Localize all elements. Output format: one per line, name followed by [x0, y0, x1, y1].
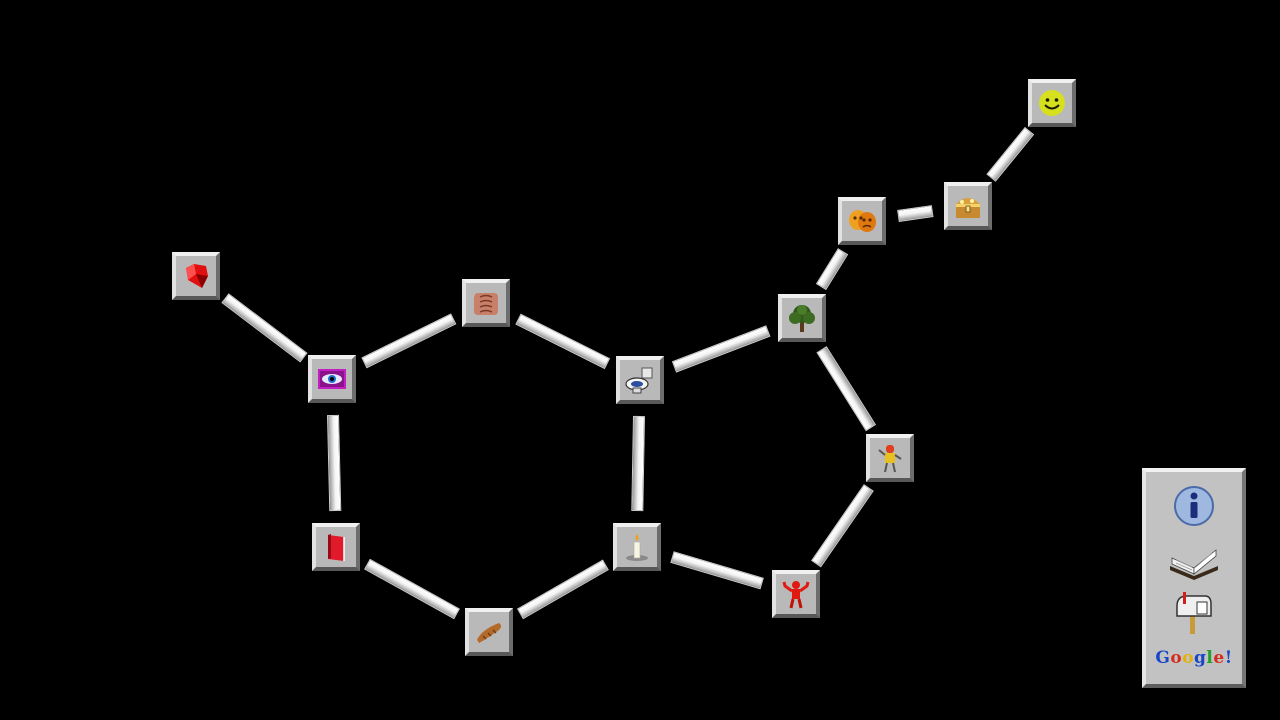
red-figure-tile[interactable] [772, 570, 820, 618]
toolbar-panel: Google! [1142, 468, 1246, 688]
red-gem-icon [186, 264, 208, 288]
bond-red-figure-robot [811, 484, 875, 568]
google-letter: ! [1224, 648, 1233, 668]
google-letter: G [1155, 648, 1171, 668]
bond-toilet-candle [631, 415, 646, 512]
robot-tile[interactable] [866, 434, 914, 482]
bond-treasure-chest-smiley [986, 127, 1034, 182]
treasure-chest-icon [956, 198, 980, 218]
bond-tree-masks [815, 248, 849, 291]
info-icon [1174, 486, 1214, 526]
tree-icon [789, 305, 815, 332]
bond-candle-red-figure [669, 551, 764, 590]
red-gem-tile[interactable] [172, 252, 220, 300]
bond-book-loaf [364, 559, 461, 620]
smiley-icon [1039, 90, 1065, 116]
bond-masks-treasure-chest [896, 205, 934, 222]
info-button[interactable] [1146, 482, 1242, 530]
eye-tile[interactable] [308, 355, 356, 403]
mailbox-icon [1176, 592, 1212, 634]
smiley-tile[interactable] [1028, 79, 1076, 127]
open-book-icon [1170, 549, 1218, 580]
google-label: Google! [1155, 648, 1232, 668]
tree-tile[interactable] [778, 294, 826, 342]
bond-eye-book [326, 414, 342, 512]
intestine-icon [474, 293, 498, 315]
toilet-tile[interactable] [616, 356, 664, 404]
mailbox-button[interactable] [1146, 588, 1242, 638]
google-search-button[interactable]: Google! [1146, 644, 1242, 672]
loaf-icon [477, 623, 501, 643]
bond-robot-tree [816, 345, 876, 431]
bond-eye-intestine [361, 313, 457, 369]
treasure-chest-tile[interactable] [944, 182, 992, 230]
google-letter: o [1170, 648, 1183, 668]
loaf-tile[interactable] [465, 608, 513, 656]
red-book-icon [328, 534, 345, 561]
theater-masks-tile[interactable] [838, 197, 886, 245]
red-book-tile[interactable] [312, 523, 360, 571]
intestine-tile[interactable] [462, 279, 510, 327]
google-letter: e [1213, 648, 1225, 668]
candle-icon [626, 534, 648, 561]
google-letter: l [1206, 648, 1214, 668]
bond-red-gem-eye [221, 292, 307, 363]
google-letter: o [1182, 648, 1195, 668]
red-figure-icon [782, 581, 810, 609]
bond-loaf-candle [517, 559, 609, 620]
candle-tile[interactable] [613, 523, 661, 571]
theater-masks-icon [849, 210, 876, 232]
toilet-icon [625, 367, 653, 394]
bond-intestine-toilet [515, 313, 611, 370]
eye-icon [318, 369, 346, 389]
google-letter: g [1194, 648, 1207, 668]
open-book-button[interactable] [1146, 536, 1242, 584]
robot-icon [878, 445, 902, 473]
bond-toilet-tree [671, 325, 771, 373]
